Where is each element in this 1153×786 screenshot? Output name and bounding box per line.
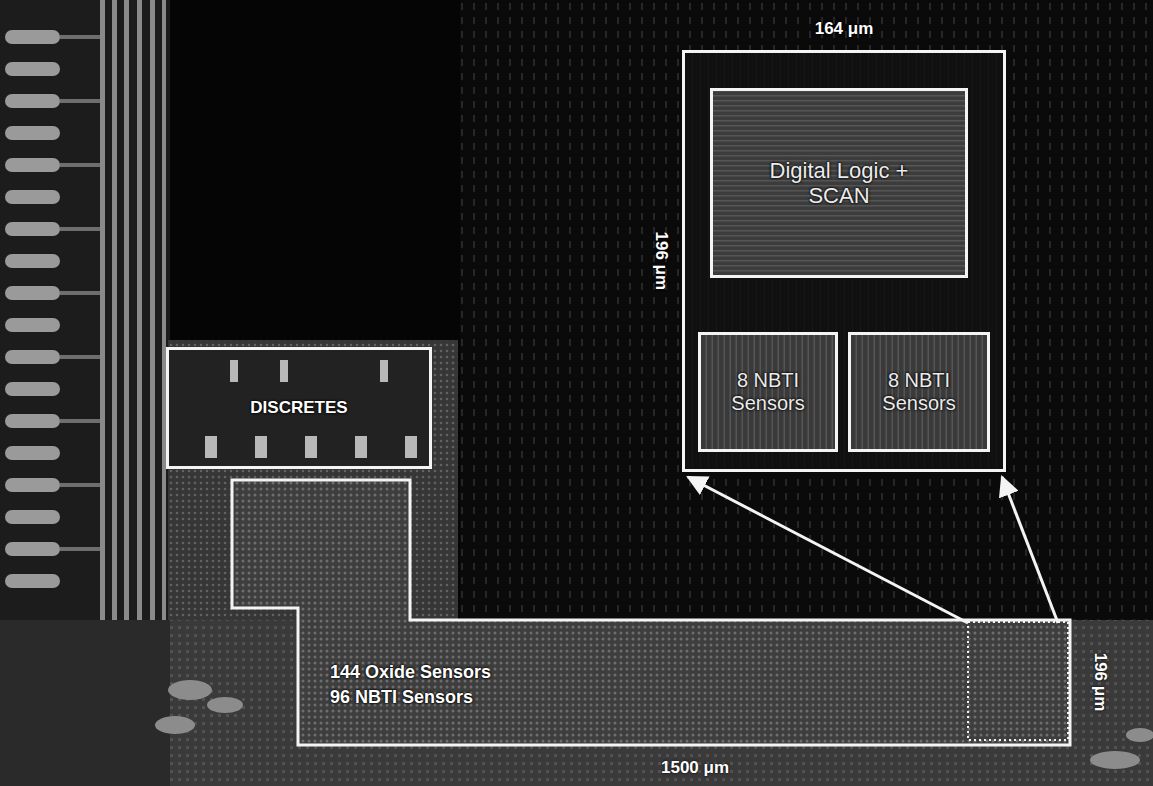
zoom-region-outline [968,622,1068,740]
dimension-label: 196 μm [651,232,671,291]
pad-wire [60,35,100,39]
bond-pads [5,30,60,588]
pad-wire [60,227,100,231]
zoom-arrow [688,477,968,623]
dimension-label: 196 μm [1090,653,1110,712]
pad-ring [0,0,170,640]
discretes-box: DISCRETES [166,347,432,469]
discrete-device [305,436,317,458]
bond-pad [5,542,60,556]
discrete-device [255,436,267,458]
metal-stripe [162,0,166,640]
bond-pad [5,446,60,460]
block-label: 144 Oxide Sensors [330,662,491,683]
pad-wire [60,547,100,551]
corner-structure [1126,728,1153,742]
discrete-device [280,360,288,382]
sensor-array-area [232,480,1070,745]
discretes-area [168,349,430,467]
discrete-device [380,360,388,382]
corner-structure [155,716,195,734]
metal-stripe [100,0,105,640]
bond-pad [5,510,60,524]
pad-wire [60,99,100,103]
discrete-device [205,436,217,458]
discrete-devices [205,360,417,458]
bond-pad [5,254,60,268]
bond-pad [5,286,60,300]
metal-stripe [137,0,142,640]
bond-pad [5,30,60,44]
die-logic-area [460,0,1153,620]
corner-structure [168,680,212,700]
digital-logic-block: Digital Logic + SCAN [710,88,968,278]
block-label: DISCRETES [250,398,347,418]
discrete-device [405,436,417,458]
bond-pad [5,318,60,332]
pad-ring-stripes [100,0,166,640]
block-label: 96 NBTI Sensors [330,687,473,708]
sensor-array-outline: 144 Oxide Sensors 96 NBTI Sensors [232,480,1070,745]
discrete-device [230,360,238,382]
corner-structure [1090,751,1140,769]
pad-ring-corner [0,620,170,786]
bond-pad [5,126,60,140]
dimension-label: 1500 μm [661,758,729,778]
metal-stripe [112,0,117,640]
bond-pad [5,574,60,588]
pad-wire [60,419,100,423]
bond-pad [5,478,60,492]
bond-pad [5,62,60,76]
bond-pad [5,94,60,108]
block-label: 8 NBTI Sensors [718,369,818,415]
dimension-label: 164 μm [815,19,874,39]
nbti-sensor-block: 8 NBTI Sensors [848,332,990,452]
corner-structure [207,697,243,713]
nbti-sensor-block: 8 NBTI Sensors [698,332,838,452]
pad-wire [60,163,100,167]
bond-pad [5,382,60,396]
pad-wires [60,35,100,551]
pad-wire [60,483,100,487]
bond-pad [5,414,60,428]
metal-stripe [124,0,129,640]
pad-wire [60,355,100,359]
bond-pad [5,350,60,364]
discrete-device [355,436,367,458]
metal-stripe [150,0,155,640]
zoom-arrow [1002,477,1058,623]
block-label: Digital Logic + SCAN [769,158,909,209]
pad-wire [60,291,100,295]
outline-path [232,480,1070,745]
bond-pad [5,190,60,204]
bond-pad [5,158,60,172]
bond-pad [5,222,60,236]
block-label: 8 NBTI Sensors [869,369,969,415]
zoom-box: 164 μm196 μmDigital Logic + SCAN8 NBTI S… [682,50,1006,472]
